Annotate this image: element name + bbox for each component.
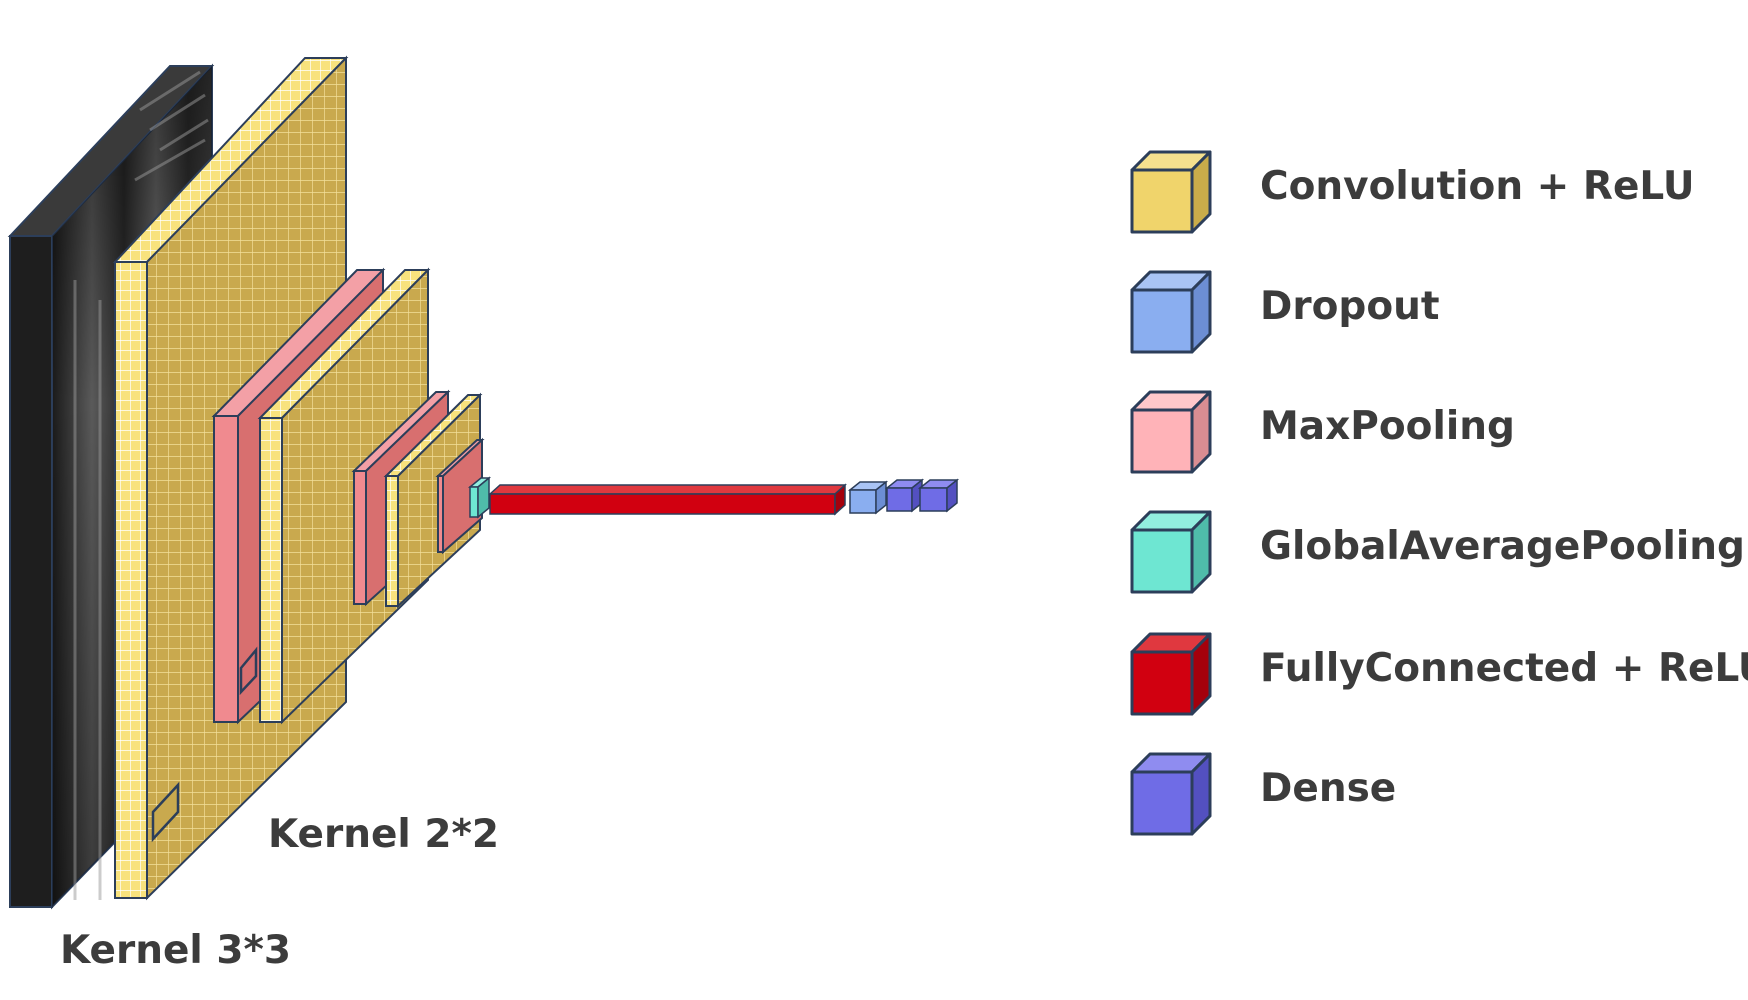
legend-label: Convolution + ReLU (1260, 164, 1695, 209)
dropout-front-face (849, 489, 877, 514)
legend-label: FullyConnected + ReLU (1260, 646, 1748, 691)
fc-cube-icon (1130, 632, 1212, 716)
input-front-face (9, 235, 53, 908)
maxpool-layer-3 (435, 437, 485, 555)
fc-side-face (834, 483, 846, 516)
kernel-3x3-box (151, 781, 180, 843)
input-image-texture (73, 70, 209, 900)
dropout-cube-icon (1130, 270, 1212, 354)
fc-top-face (488, 484, 847, 495)
maxpool-cube-icon (1130, 390, 1212, 474)
dense2-side-face (946, 478, 958, 513)
kernel-2x2-label: Kernel 2*2 (268, 812, 500, 857)
gap-side-face (477, 476, 490, 519)
kernel-3x3-label: Kernel 3*3 (60, 928, 292, 973)
gap-layer (467, 476, 492, 519)
gap-cube-icon (1130, 510, 1212, 594)
pool3-side-face (442, 437, 483, 555)
conv1-front-edge (114, 261, 148, 899)
legend-label: Dense (1260, 766, 1397, 811)
conv2-front-edge (259, 417, 283, 723)
dense1-front-face (886, 487, 913, 512)
dense2-front-face (919, 487, 948, 512)
pool1-front-face (213, 415, 239, 723)
kernel-2x2-box (239, 646, 258, 696)
fc-front-face (489, 493, 836, 515)
dropout-side-face (875, 480, 887, 515)
fc-layer (488, 483, 847, 516)
gap-front-face (469, 486, 479, 518)
conv-cube-icon (1130, 150, 1212, 234)
legend-label: GlobalAveragePooling (1260, 524, 1745, 569)
legend-label: MaxPooling (1260, 404, 1515, 449)
dense-cube-icon (1130, 752, 1212, 836)
dropout-layer (847, 480, 889, 515)
conv3-front-edge (385, 475, 399, 607)
dense-layer-2 (917, 478, 960, 513)
dense-layer-1 (884, 478, 925, 513)
pool2-front-face (353, 470, 367, 605)
legend-label: Dropout (1260, 284, 1440, 329)
